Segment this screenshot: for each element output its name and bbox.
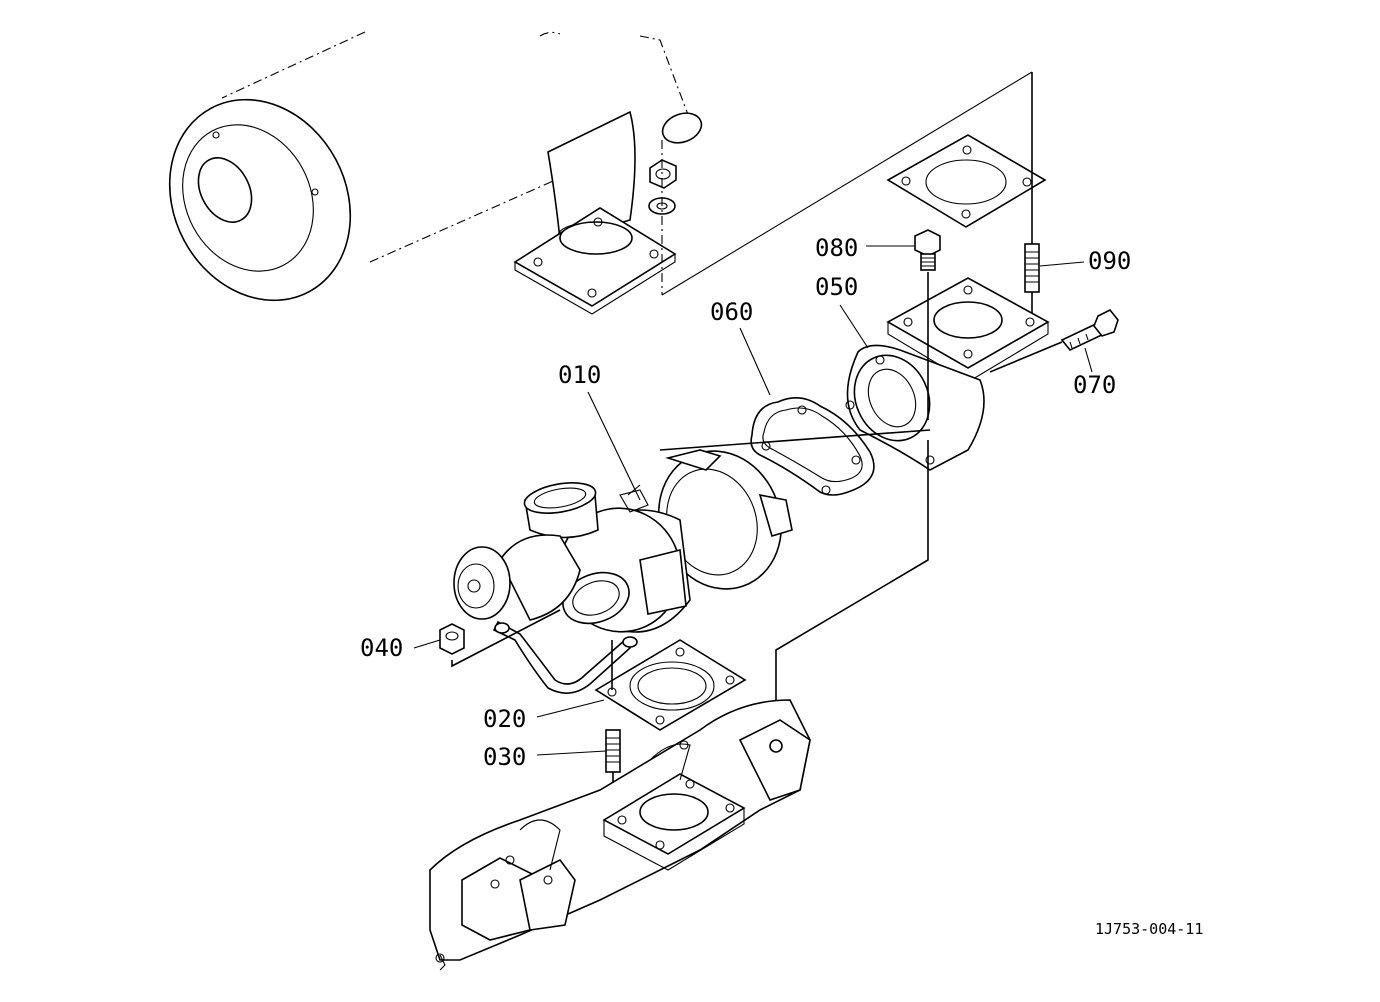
label-020: 020 [483,705,526,733]
label-010: 010 [558,361,601,389]
label-040: 040 [360,634,403,662]
label-030: 030 [483,743,526,771]
exhaust-manifold [429,699,811,971]
top-gasket [886,134,1047,228]
label-080: 080 [815,234,858,262]
label-050: 050 [815,273,858,301]
stud-090 [1024,243,1040,293]
gasket-020 [594,639,747,731]
nut-040 [439,623,465,655]
bolt-070 [1060,308,1119,351]
drawing-code: 1J753-004-11 [1095,920,1203,938]
label-060: 060 [710,298,753,326]
label-070: 070 [1073,371,1116,399]
muffler [168,31,1033,315]
turbocharger-010 [453,429,931,694]
leader-lines [413,245,1093,756]
label-090: 090 [1088,247,1131,275]
stud-030 [605,729,621,773]
elbow-adapter-050 [845,277,1050,471]
gasket-060 [750,397,875,496]
bolt-080 [914,229,941,271]
